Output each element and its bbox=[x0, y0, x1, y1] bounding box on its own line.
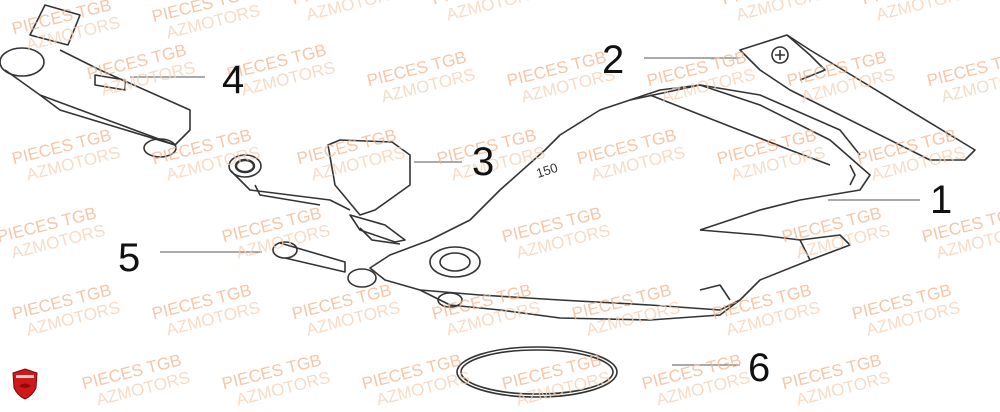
part-2-clip bbox=[739, 34, 976, 161]
part-1-throttle-body bbox=[347, 84, 871, 321]
part-marking: 150 bbox=[534, 160, 559, 181]
azmotors-shield-logo bbox=[12, 368, 38, 400]
part-6-o-ring bbox=[456, 346, 618, 398]
part-5-bolt bbox=[272, 241, 346, 273]
part-3-injector bbox=[228, 139, 411, 245]
callout-3: 3 bbox=[472, 140, 495, 184]
callout-6: 6 bbox=[748, 346, 771, 390]
callout-5: 5 bbox=[118, 236, 141, 280]
part-4-sensor-arm bbox=[0, 4, 191, 158]
callout-2: 2 bbox=[602, 38, 625, 82]
callout-4: 4 bbox=[222, 58, 245, 102]
callout-1: 1 bbox=[930, 178, 953, 222]
